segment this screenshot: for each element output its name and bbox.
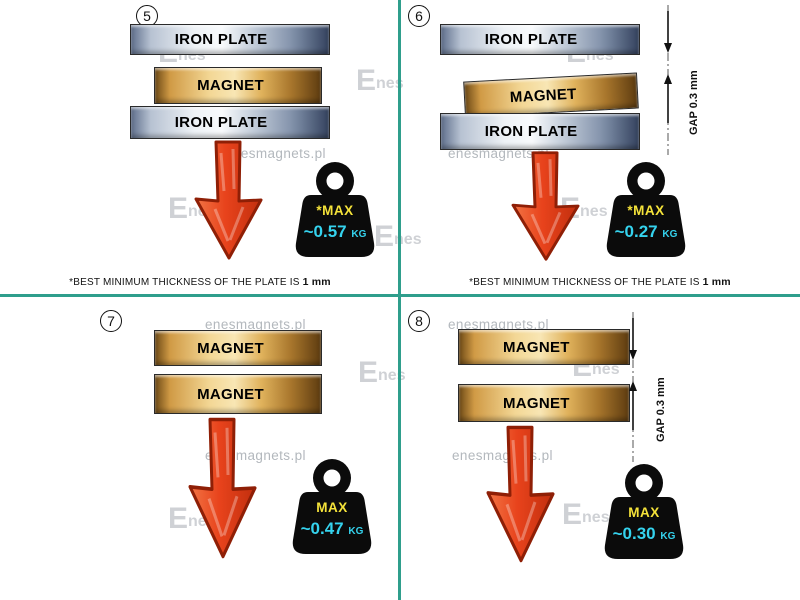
panel-number: 6 — [408, 5, 430, 27]
enes-logo-e: E — [168, 192, 189, 225]
weight-unit: KG — [351, 229, 367, 240]
weight-icon: *MAX ~0.57 KG — [287, 160, 383, 261]
iron-plate-bottom: IRON PLATE — [440, 113, 640, 150]
weight-icon: MAX ~0.47 KG — [284, 457, 380, 558]
magnet-bar-top: MAGNET — [154, 330, 322, 366]
weight-text: *MAX ~0.57 KG — [287, 203, 383, 242]
horizontal-divider — [0, 294, 800, 297]
iron-plate-label: IRON PLATE — [174, 114, 268, 131]
weight-max-label: *MAX — [316, 203, 354, 218]
weight-unit: KG — [662, 229, 678, 240]
enes-logo-e: E — [356, 64, 377, 97]
footnote: *BEST MINIMUM THICKNESS OF THE PLATE IS … — [0, 276, 400, 288]
weight-value: ~0.47 — [300, 519, 344, 538]
enes-logo-nes: nes — [582, 508, 610, 526]
footnote-bold: 1 mm — [302, 276, 331, 288]
panel-number: 7 — [100, 310, 122, 332]
magnet-bar: MAGNET — [154, 67, 322, 104]
iron-plate-top: IRON PLATE — [440, 24, 640, 55]
weight-max-label: *MAX — [627, 203, 665, 218]
panel-7: 7 MAGNET MAGNET MAX ~0.47 KG — [0, 297, 400, 600]
gap-label: GAP 0.3 mm — [655, 377, 667, 442]
footnote-bold: 1 mm — [702, 276, 731, 288]
footnote-text: *BEST MINIMUM THICKNESS OF THE PLATE IS — [469, 277, 700, 288]
enes-logo-e: E — [562, 498, 583, 531]
weight-unit: KG — [348, 526, 364, 537]
iron-plate-top: IRON PLATE — [130, 24, 330, 55]
footnote-text: *BEST MINIMUM THICKNESS OF THE PLATE IS — [69, 277, 300, 288]
iron-plate-label: IRON PLATE — [484, 31, 578, 48]
gap-dimension-lines — [663, 5, 673, 155]
magnet-bar-bottom: MAGNET — [154, 374, 322, 414]
iron-plate-bottom: IRON PLATE — [130, 106, 330, 139]
weight-value: ~0.27 — [614, 222, 658, 241]
magnet-bar-top: MAGNET — [458, 329, 630, 365]
watermark-text: enesmagnets.pl — [448, 317, 549, 332]
magnet-label: MAGNET — [197, 385, 264, 403]
weight-value: ~0.57 — [303, 222, 347, 241]
force-arrow-down — [188, 417, 257, 559]
weight-text: *MAX ~0.27 KG — [598, 203, 694, 242]
gap-label: GAP 0.3 mm — [688, 70, 700, 135]
panel-number: 8 — [408, 310, 430, 332]
weight-max-label: MAX — [628, 505, 660, 520]
magnet-label: MAGNET — [502, 338, 570, 356]
panel-6: 6 IRON PLATE MAGNET IRON PLATE GAP 0.3 m… — [400, 0, 800, 294]
weight-icon: MAX ~0.30 KG — [596, 462, 692, 563]
enes-logo-nes: nes — [376, 74, 404, 92]
footnote: *BEST MINIMUM THICKNESS OF THE PLATE IS … — [400, 276, 800, 288]
gap-dimension-lines — [628, 312, 638, 462]
magnet-label: MAGNET — [509, 85, 578, 106]
enes-logo-e: E — [168, 502, 189, 535]
weight-text: MAX ~0.47 KG — [284, 500, 380, 539]
magnet-bar: MAGNET — [463, 72, 639, 118]
enes-logo-e: E — [374, 220, 395, 253]
weight-max-label: MAX — [316, 500, 348, 515]
watermark-text: enesmagnets.pl — [205, 317, 306, 332]
iron-plate-label: IRON PLATE — [484, 123, 578, 140]
vertical-divider — [398, 0, 401, 600]
magnet-label: MAGNET — [197, 77, 264, 94]
watermark-text: enesmagnets.pl — [225, 146, 326, 161]
panel-5: 5 IRON PLATE MAGNET IRON PLATE *MAX ~0.5… — [0, 0, 400, 294]
force-arrow-down — [194, 140, 263, 260]
magnet-label: MAGNET — [502, 394, 570, 412]
magnet-bar-bottom: MAGNET — [458, 384, 630, 422]
magnet-label: MAGNET — [197, 339, 264, 357]
force-arrow-down — [511, 151, 580, 261]
enes-logo-nes: nes — [580, 202, 608, 220]
weight-icon: *MAX ~0.27 KG — [598, 160, 694, 261]
weight-unit: KG — [660, 531, 676, 542]
panel-8: 8 MAGNET MAGNET GAP 0.3 mm MAX ~0.30 KG — [400, 297, 800, 600]
enes-logo-e: E — [358, 356, 379, 389]
iron-plate-label: IRON PLATE — [174, 31, 268, 48]
weight-value: ~0.30 — [612, 524, 656, 543]
weight-text: MAX ~0.30 KG — [596, 505, 692, 544]
force-arrow-down — [486, 425, 555, 563]
